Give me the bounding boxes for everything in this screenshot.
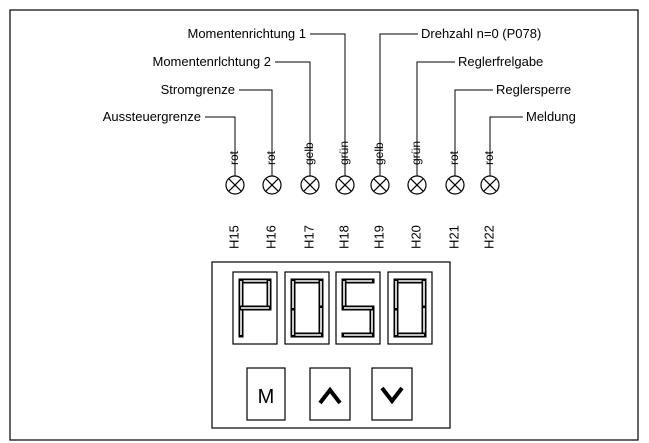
leader-momentenrichtung-1 (310, 33, 346, 178)
up-key-frame[interactable] (309, 367, 351, 421)
led-row: rotH15rotH16gelbH17grünH18gelbH19grünH20… (225, 141, 500, 249)
led-id-label: H22 (481, 225, 496, 249)
leader-aussteuergrenze (205, 116, 236, 178)
leader-meldung (489, 116, 523, 178)
led-id-label: H15 (226, 225, 241, 249)
leader-drehzahl (379, 33, 418, 178)
led-id-label: H18 (336, 225, 351, 249)
led-id-label: H21 (446, 225, 461, 249)
leader-lines-left (205, 33, 346, 178)
led-id-label: H20 (408, 225, 423, 249)
down-key[interactable] (371, 367, 413, 421)
leader-stromgrenze (239, 89, 273, 178)
lamp-cross-line (265, 178, 279, 192)
label-aussteuergrenze: Aussteuergrenze (103, 109, 201, 124)
lamp-cross-line (373, 178, 387, 192)
led-id-label: H16 (263, 225, 278, 249)
down-key-frame[interactable] (371, 367, 413, 421)
label-reglersperre: Reglersperre (496, 82, 571, 97)
lamp-cross-line (303, 178, 317, 192)
led-color-label: rot (482, 150, 496, 165)
seven-segment-display (232, 271, 433, 345)
lamp-cross-line (228, 178, 242, 192)
label-reglerfreigabe: Reglerfrelgabe (458, 54, 543, 69)
leader-reglersperre (454, 89, 493, 178)
lamp-cross-line (483, 178, 497, 192)
display-digit (387, 271, 433, 345)
leader-reglerfreigabe (416, 61, 455, 178)
display-digit (284, 271, 330, 345)
lamp-cross-line (448, 178, 462, 192)
lamp-cross-line (410, 178, 424, 192)
led-id-label: H17 (301, 225, 316, 249)
up-key[interactable] (309, 367, 351, 421)
leader-momentenrichtung-2 (275, 61, 311, 178)
led-color-label: gelb (372, 142, 386, 165)
led-color-label: rot (264, 150, 278, 165)
led-color-label: grün (409, 141, 423, 165)
diagram-frame (9, 9, 639, 441)
led-id-label: H19 (371, 225, 386, 249)
chevron-down-icon[interactable] (380, 386, 404, 405)
lamp-cross-line (338, 178, 352, 192)
label-momentenrichtung-2: Momentenrlchtung 2 (152, 54, 271, 69)
display-panel (211, 261, 451, 429)
led-color-label: rot (447, 150, 461, 165)
label-momentenrichtung-1: Momentenrichtung 1 (187, 26, 306, 41)
led-color-label: grün (337, 141, 351, 165)
display-digit (335, 271, 381, 345)
leader-lines-right (379, 33, 523, 178)
mode-key-frame[interactable] (246, 367, 286, 421)
label-stromgrenze: Stromgrenze (161, 82, 235, 97)
label-meldung: Meldung (526, 109, 576, 124)
display-digit (232, 271, 278, 345)
label-drehzahl: Drehzahl n=0 (P078) (421, 26, 541, 41)
mode-key-label[interactable]: M (258, 386, 275, 408)
chevron-up-icon[interactable] (318, 386, 342, 405)
led-color-label: gelb (302, 142, 316, 165)
mode-key[interactable]: M (246, 367, 286, 421)
led-color-label: rot (227, 150, 241, 165)
